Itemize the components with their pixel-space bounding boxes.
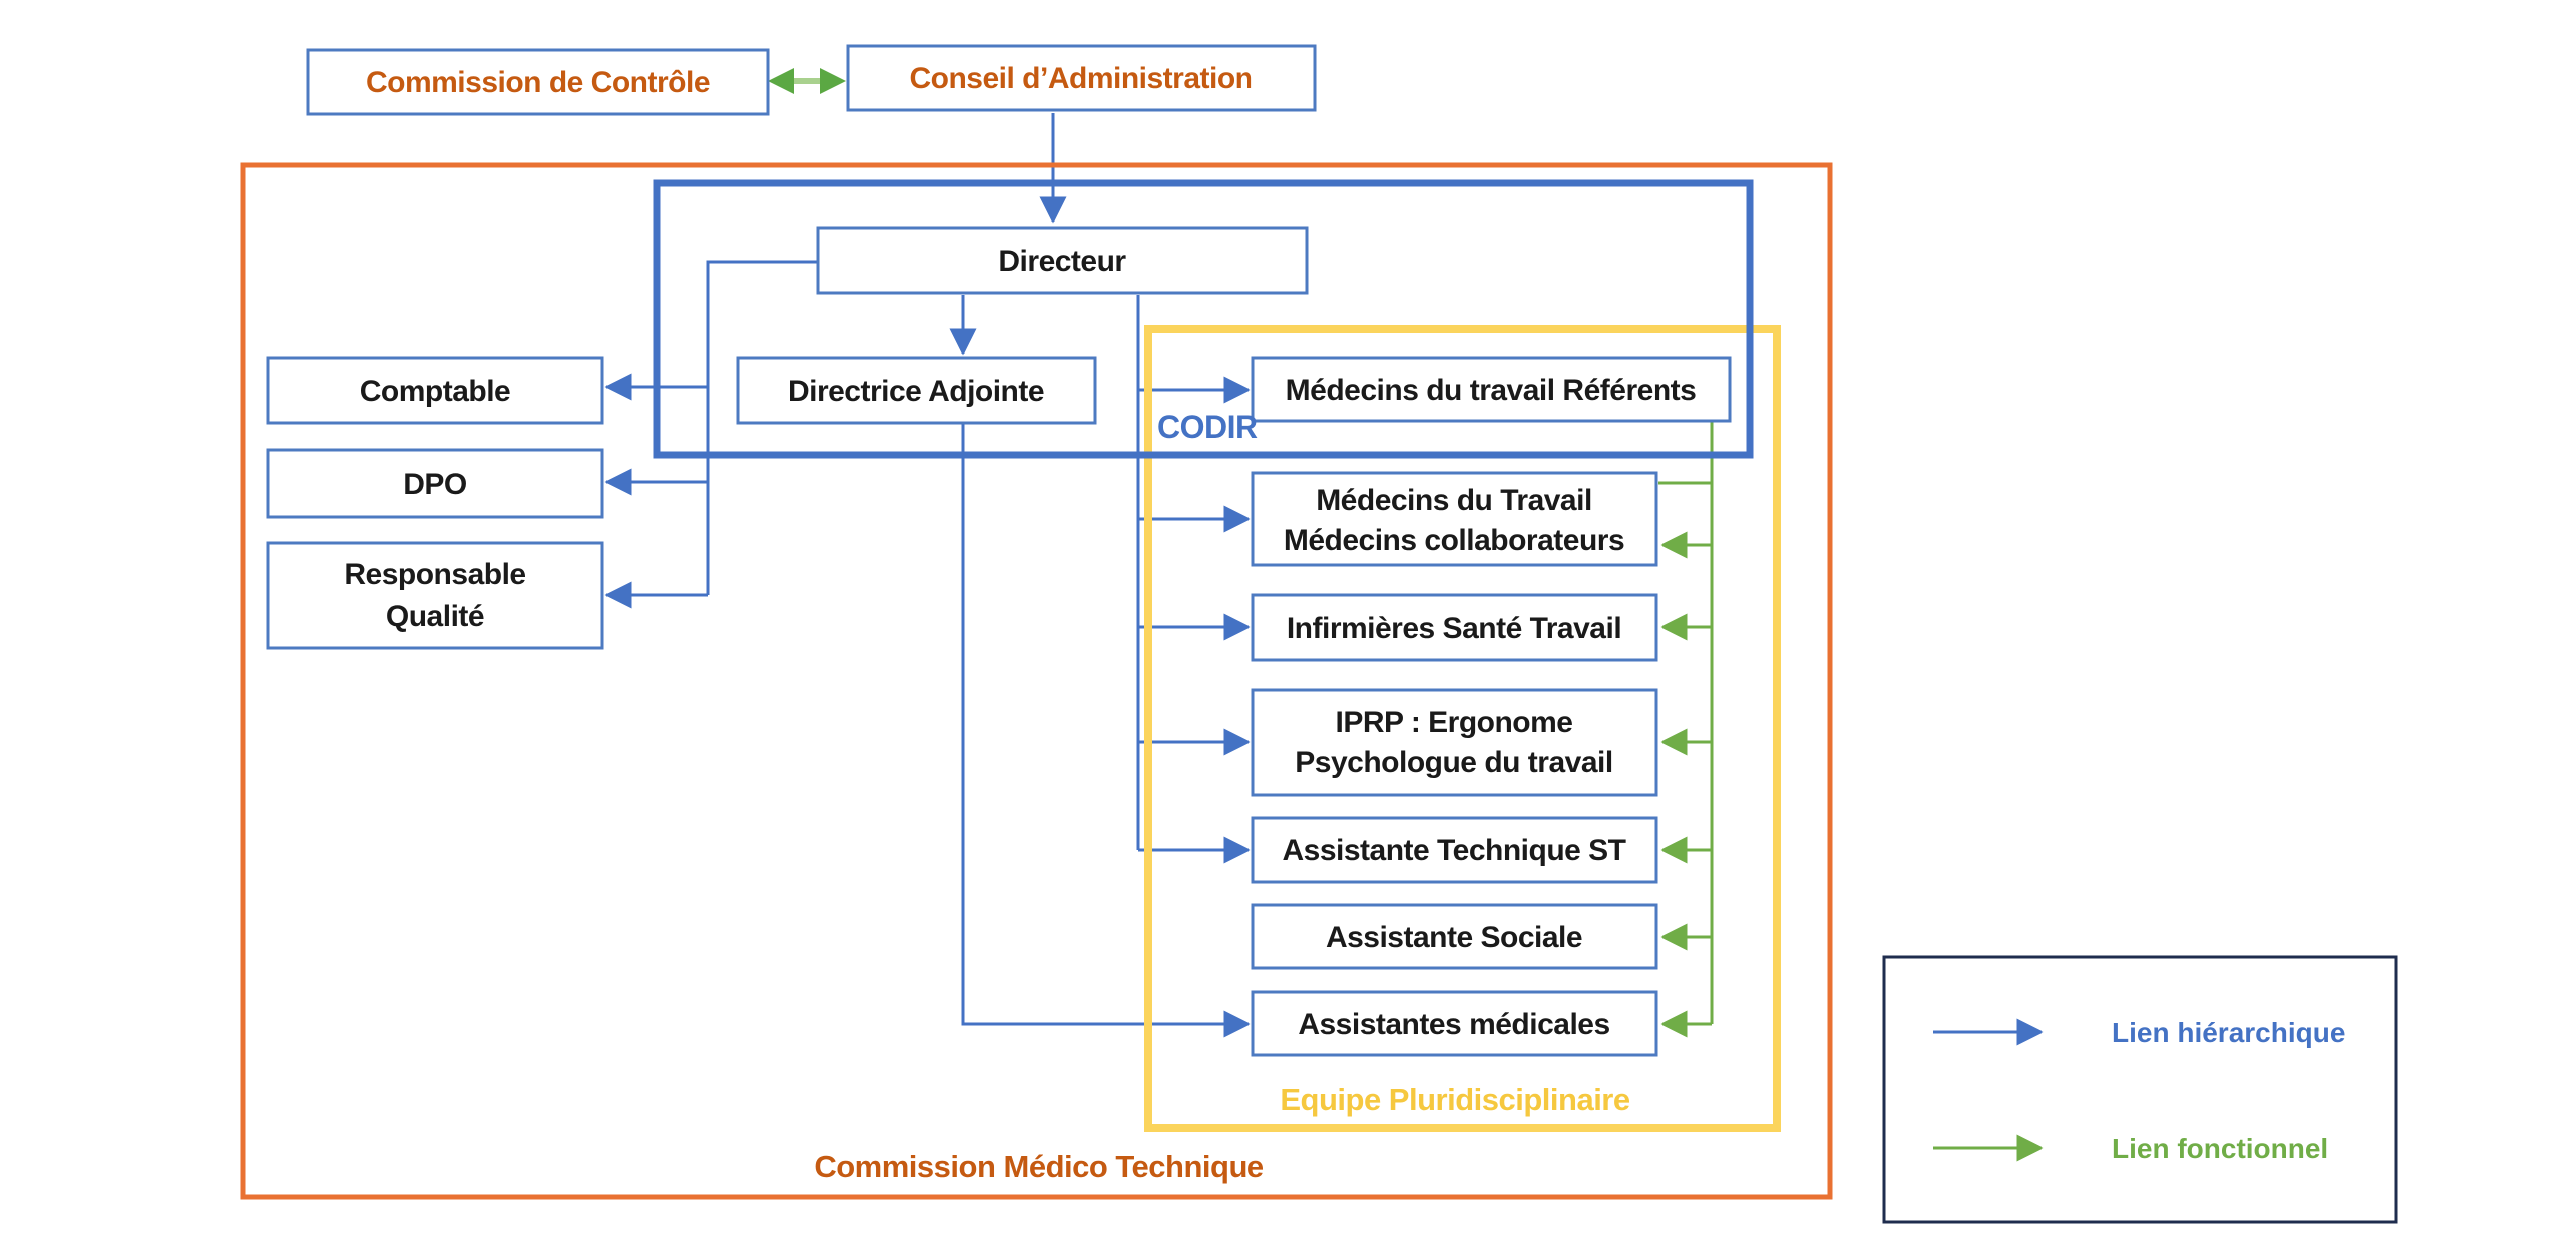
- assistante-technique-label: Assistante Technique ST: [1282, 834, 1625, 867]
- directeur-label: Directeur: [998, 245, 1126, 278]
- conseil-administration-box: [846, 44, 1317, 112]
- iprp-label-line1: IPRP : Ergonome: [1336, 706, 1573, 739]
- comptable-box: [266, 356, 604, 425]
- dpo-label: DPO: [403, 468, 467, 501]
- comptable-label: Comptable: [360, 375, 511, 408]
- legend-hierarchical-label: Lien hiérarchique: [2112, 1017, 2345, 1048]
- conseil-administration-label: Conseil d’Administration: [909, 62, 1252, 95]
- assistante-sociale-box: [1251, 903, 1658, 970]
- responsable-qualite-label-line1: Responsable: [344, 558, 525, 591]
- medecins-travail-box: [1251, 471, 1658, 567]
- directeur-box: [816, 226, 1309, 295]
- directrice-adjointe-box: [736, 356, 1097, 425]
- commission-medico-technique-frame-label: Commission Médico Technique: [814, 1149, 1264, 1184]
- responsable-qualite-box: [266, 541, 604, 650]
- dpo-box: [266, 448, 604, 519]
- assistante-technique-box: [1251, 816, 1658, 884]
- double-arrow-head-left: [768, 68, 794, 94]
- assistantes-medicales-box: [1251, 990, 1658, 1057]
- codir-frame: [653, 179, 1754, 459]
- iprp-label-line2: Psychologue du travail: [1295, 746, 1612, 779]
- assistantes-medicales-label: Assistantes médicales: [1298, 1008, 1609, 1041]
- medecins-referents-label: Médecins du travail Référents: [1286, 374, 1697, 407]
- legend-frame: [1882, 955, 2398, 1224]
- infirmieres-label: Infirmières Santé Travail: [1287, 612, 1621, 645]
- arrow-directrice-to-assistantes-medicales: [961, 423, 1251, 1038]
- line-directeur-left-spine: [706, 260, 818, 595]
- medecins-referents-box: [1251, 356, 1732, 423]
- double-arrow-head-right: [820, 68, 846, 94]
- equipe-pluridisciplinaire-frame-label: Equipe Pluridisciplinaire: [1280, 1082, 1630, 1117]
- iprp-box: [1251, 688, 1658, 797]
- directrice-adjointe-label: Directrice Adjointe: [788, 375, 1044, 408]
- legend-functional-label: Lien fonctionnel: [2112, 1133, 2328, 1164]
- equipe-pluridisciplinaire-frame: [1144, 325, 1781, 1132]
- commission-medico-technique-frame: [240, 162, 1833, 1200]
- medecins-travail-label-line2: Médecins collaborateurs: [1284, 524, 1624, 557]
- medecins-travail-label-line1: Médecins du Travail: [1316, 484, 1592, 517]
- responsable-qualite-label-line2: Qualité: [386, 600, 484, 633]
- commission-controle-label: Commission de Contrôle: [366, 66, 710, 99]
- commission-controle-box: [306, 48, 770, 116]
- assistante-sociale-label: Assistante Sociale: [1326, 921, 1582, 954]
- codir-frame-label: CODIR: [1157, 409, 1258, 445]
- infirmieres-box: [1251, 593, 1658, 662]
